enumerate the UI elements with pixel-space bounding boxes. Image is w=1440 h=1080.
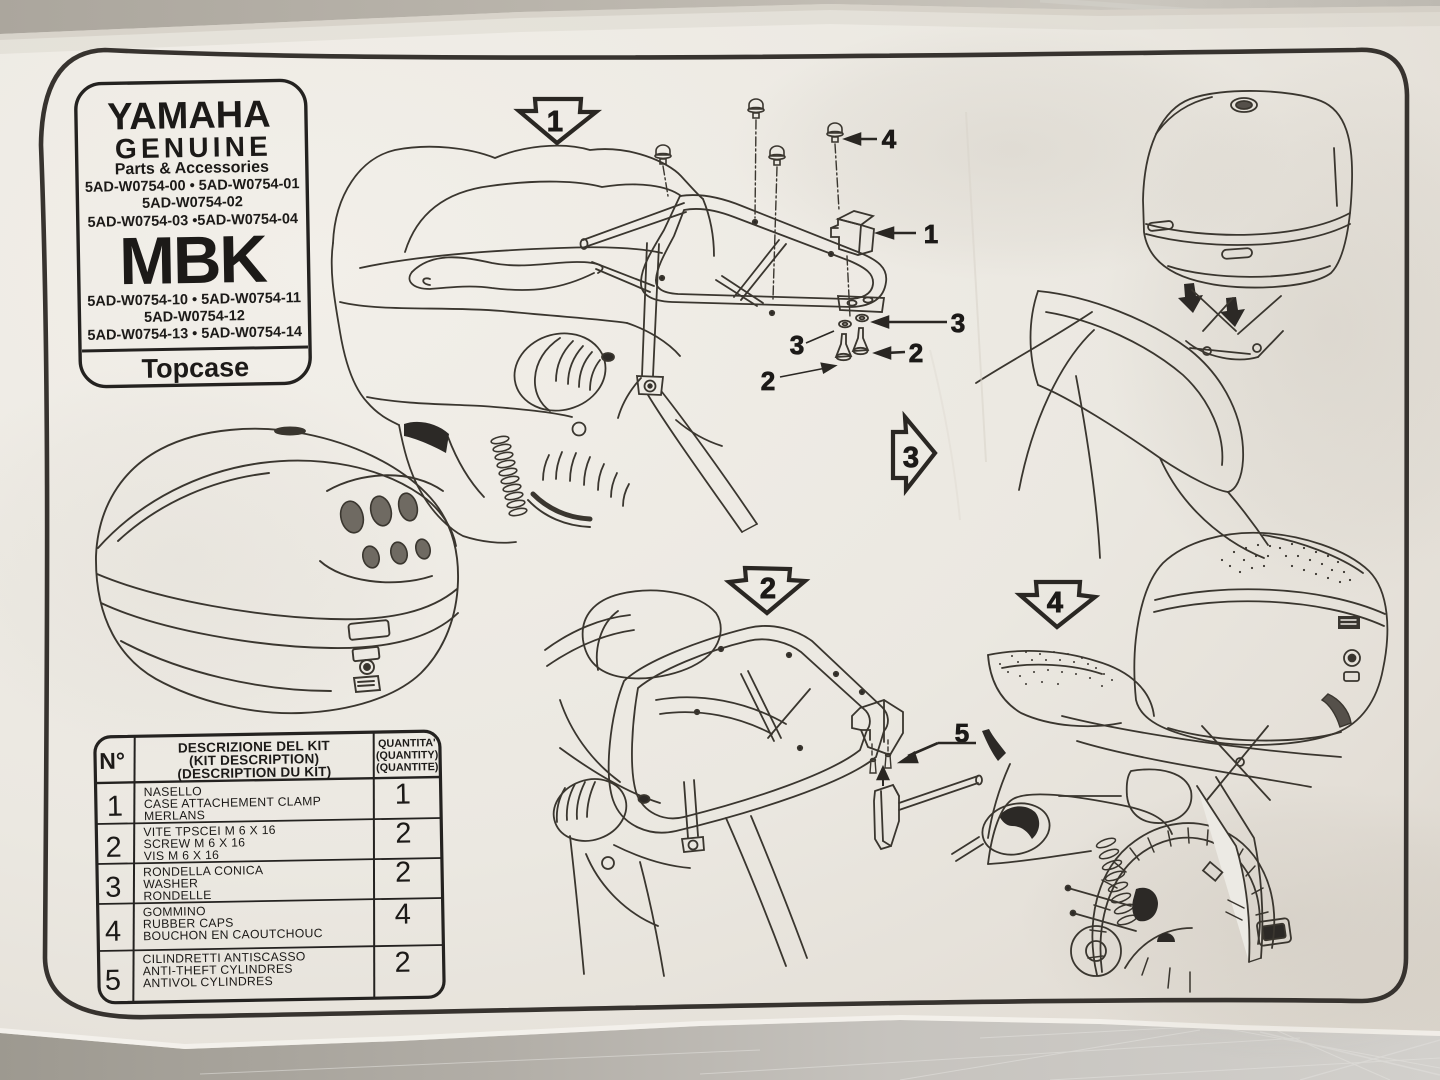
svg-text:DESCRIZIONE DEL KIT: DESCRIZIONE DEL KIT — [178, 738, 331, 756]
svg-text:ANTI-THEFT CYLINDRES: ANTI-THEFT CYLINDRES — [143, 962, 293, 979]
svg-text:WASHER: WASHER — [143, 876, 198, 891]
svg-text:2: 2 — [394, 947, 411, 979]
svg-text:CILINDRETTI ANTISCASSO: CILINDRETTI ANTISCASSO — [142, 949, 305, 966]
svg-text:3: 3 — [790, 330, 804, 360]
svg-text:5AD-W0754-00 • 5AD-W0754-01: 5AD-W0754-00 • 5AD-W0754-01 — [85, 176, 300, 196]
svg-text:5AD-W0754-13 • 5AD-W0754-14: 5AD-W0754-13 • 5AD-W0754-14 — [87, 324, 302, 344]
svg-text:4: 4 — [395, 899, 412, 931]
svg-text:2: 2 — [395, 857, 412, 889]
svg-text:BOUCHON EN CAOUTCHOUC: BOUCHON EN CAOUTCHOUC — [143, 926, 323, 943]
svg-text:1: 1 — [107, 791, 124, 823]
svg-text:2: 2 — [760, 573, 776, 605]
svg-text:NASELLO: NASELLO — [144, 784, 203, 799]
svg-text:MBK: MBK — [119, 222, 268, 300]
svg-text:SCREW M 6 X 16: SCREW M 6 X 16 — [143, 835, 245, 851]
svg-text:1: 1 — [547, 106, 563, 138]
svg-text:4: 4 — [105, 916, 122, 948]
svg-text:5AD-W0754-02: 5AD-W0754-02 — [142, 194, 243, 212]
svg-text:5AD-W0754-03 •5AD-W0754-04: 5AD-W0754-03 •5AD-W0754-04 — [87, 211, 298, 231]
svg-text:3: 3 — [951, 308, 965, 338]
svg-text:RONDELLE: RONDELLE — [143, 888, 211, 903]
svg-text:2: 2 — [105, 832, 122, 864]
svg-text:2: 2 — [909, 338, 923, 368]
svg-text:N°: N° — [99, 747, 125, 773]
svg-text:2: 2 — [761, 366, 775, 396]
svg-text:5: 5 — [105, 965, 122, 997]
svg-text:(QUANTITE): (QUANTITE) — [376, 761, 439, 774]
svg-text:CASE ATTACHEMENT CLAMP: CASE ATTACHEMENT CLAMP — [144, 794, 321, 811]
svg-text:3: 3 — [105, 872, 122, 904]
svg-text:VIS M 6 X 16: VIS M 6 X 16 — [144, 848, 220, 863]
svg-text:5AD-W0754-10 • 5AD-W0754-11: 5AD-W0754-10 • 5AD-W0754-11 — [87, 290, 301, 310]
svg-text:5: 5 — [955, 718, 969, 748]
svg-text:3: 3 — [903, 442, 919, 474]
svg-text:1: 1 — [924, 219, 938, 249]
svg-text:RONDELLA CONICA: RONDELLA CONICA — [143, 863, 264, 879]
svg-text:MERLANS: MERLANS — [144, 808, 205, 823]
svg-text:VITE TPSCEI M 6 X 16: VITE TPSCEI M 6 X 16 — [143, 823, 276, 839]
svg-text:ANTIVOL CYLINDRES: ANTIVOL CYLINDRES — [143, 974, 273, 990]
svg-text:(QUANTITY): (QUANTITY) — [376, 749, 439, 762]
svg-text:RUBBER CAPS: RUBBER CAPS — [143, 916, 234, 932]
svg-text:Parts & Accessories: Parts & Accessories — [115, 159, 270, 179]
svg-text:4: 4 — [882, 124, 897, 154]
svg-text:2: 2 — [395, 818, 412, 850]
svg-text:GENUINE: GENUINE — [115, 131, 273, 165]
svg-text:4: 4 — [1047, 587, 1063, 619]
svg-text:5AD-W0754-12: 5AD-W0754-12 — [144, 308, 245, 326]
svg-text:(DESCRIPTION DU KIT): (DESCRIPTION DU KIT) — [177, 764, 331, 782]
svg-text:QUANTITA': QUANTITA' — [378, 737, 436, 750]
svg-text:(KIT DESCRIPTION): (KIT DESCRIPTION) — [189, 751, 319, 768]
svg-text:YAMAHA: YAMAHA — [107, 94, 271, 139]
svg-text:1: 1 — [394, 779, 411, 811]
svg-text:Topcase: Topcase — [141, 352, 249, 384]
svg-text:GOMMINO: GOMMINO — [143, 904, 206, 919]
